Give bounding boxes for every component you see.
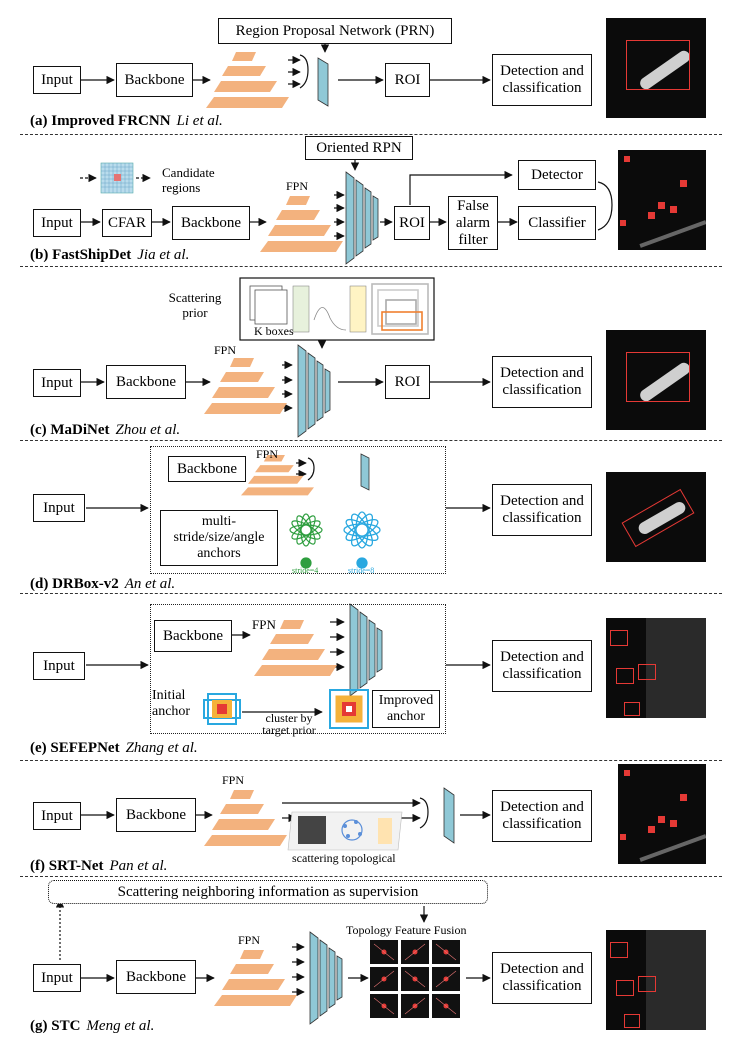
- fpn-label-c: FPN: [214, 343, 237, 357]
- roi-box-a: ROI: [385, 63, 430, 97]
- roi-box-c: ROI: [385, 365, 430, 399]
- detection-box-g: Detection and classification: [492, 952, 592, 1004]
- sar-result-image-d: [606, 472, 706, 562]
- improved-anchor-box: Improved anchor: [372, 690, 440, 728]
- input-box-c: Input: [33, 369, 81, 397]
- backbone-box-a: Backbone: [116, 63, 193, 97]
- false-alarm-filter-box: False alarm filter: [448, 196, 498, 250]
- panel-d-graphics: [86, 457, 491, 513]
- oriented-rpn-box: Oriented RPN: [305, 136, 413, 160]
- scattering-topological-label: scattering topological: [292, 851, 396, 865]
- anchor-rosette-green: [289, 513, 323, 569]
- separator: [20, 440, 722, 441]
- cluster-label: cluster by target prior: [262, 711, 316, 737]
- detection-box-c: Detection and classification: [492, 356, 592, 408]
- drbox-module: [150, 446, 446, 574]
- improved-anchor-icon: [329, 689, 369, 729]
- input-box-f: Input: [33, 802, 81, 830]
- separator: [20, 876, 722, 877]
- fpn-label-f: FPN: [222, 773, 245, 787]
- input-box-a: Input: [33, 66, 81, 94]
- input-box-e: Input: [33, 652, 85, 680]
- classifier-box: Classifier: [518, 206, 596, 240]
- topology-feature-grid: [370, 940, 460, 1018]
- panel-a-graphics: [80, 43, 491, 89]
- separator: [20, 266, 722, 267]
- fpn-label-d: FPN: [256, 447, 279, 461]
- backbone-box-c: Backbone: [106, 365, 186, 399]
- fpn-label-e: FPN: [252, 617, 276, 632]
- roi-box-b: ROI: [394, 206, 430, 240]
- anchors-box: multi-stride/size/angle anchors: [160, 510, 278, 566]
- backbone-box-f: Backbone: [116, 798, 196, 832]
- scattering-prior-label: Scattering prior: [168, 290, 222, 320]
- supervision-box: Scattering neighboring information as su…: [48, 880, 488, 904]
- k-boxes-label: K boxes: [254, 324, 294, 338]
- detector-box: Detector: [518, 160, 596, 190]
- sar-result-image-a: [606, 18, 706, 118]
- sar-result-image-f: [618, 764, 706, 864]
- anchor-rosette-blue: [343, 511, 381, 569]
- input-box-b: Input: [33, 209, 81, 237]
- topology-fusion-label: Topology Feature Fusion: [346, 923, 467, 937]
- separator: [20, 760, 722, 761]
- separator: [20, 593, 722, 594]
- detection-box-f: Detection and classification: [492, 790, 592, 842]
- fpn-label-b: FPN: [286, 179, 309, 193]
- input-box-g: Input: [33, 964, 81, 992]
- sefep-module: [150, 604, 446, 734]
- sar-result-image-g: [606, 930, 706, 1030]
- rpn-bar-a: [317, 57, 329, 107]
- input-box-d: Input: [33, 494, 85, 522]
- backbone-box-d: Backbone: [168, 456, 246, 482]
- initial-anchor-icon: [203, 693, 241, 725]
- sar-result-image-c: [606, 330, 706, 430]
- sar-result-image-e: [606, 618, 706, 718]
- panel-b-graphics: [80, 158, 613, 241]
- panel-c-graphics: [80, 340, 491, 413]
- fpn-label-g: FPN: [238, 933, 261, 947]
- scattering-topology-icon: [287, 811, 403, 851]
- backbone-box-e: Backbone: [154, 620, 232, 652]
- initial-anchor-label: Initial anchor: [152, 688, 191, 719]
- scattering-prior-diagram: [239, 277, 435, 341]
- detection-box-a: Detection and classification: [492, 54, 592, 106]
- separator: [20, 134, 722, 135]
- cfar-box: CFAR: [102, 209, 152, 237]
- backbone-box-b: Backbone: [172, 206, 250, 240]
- sar-result-image-b: [618, 150, 706, 250]
- panel-g-graphics: [55, 899, 491, 997]
- candidate-grid-icon: [100, 162, 134, 194]
- rpn-box-a: Region Proposal Network (PRN): [218, 18, 452, 44]
- detection-box-d: Detection and classification: [492, 484, 592, 536]
- detection-box-e: Detection and classification: [492, 640, 592, 692]
- panel-e-graphics: [86, 617, 491, 717]
- backbone-box-g: Backbone: [116, 960, 196, 994]
- stride4-label: stride=4: [292, 566, 319, 575]
- candidate-regions-label: Candidate regions: [162, 165, 215, 195]
- stride8-label: stride=8: [348, 566, 375, 575]
